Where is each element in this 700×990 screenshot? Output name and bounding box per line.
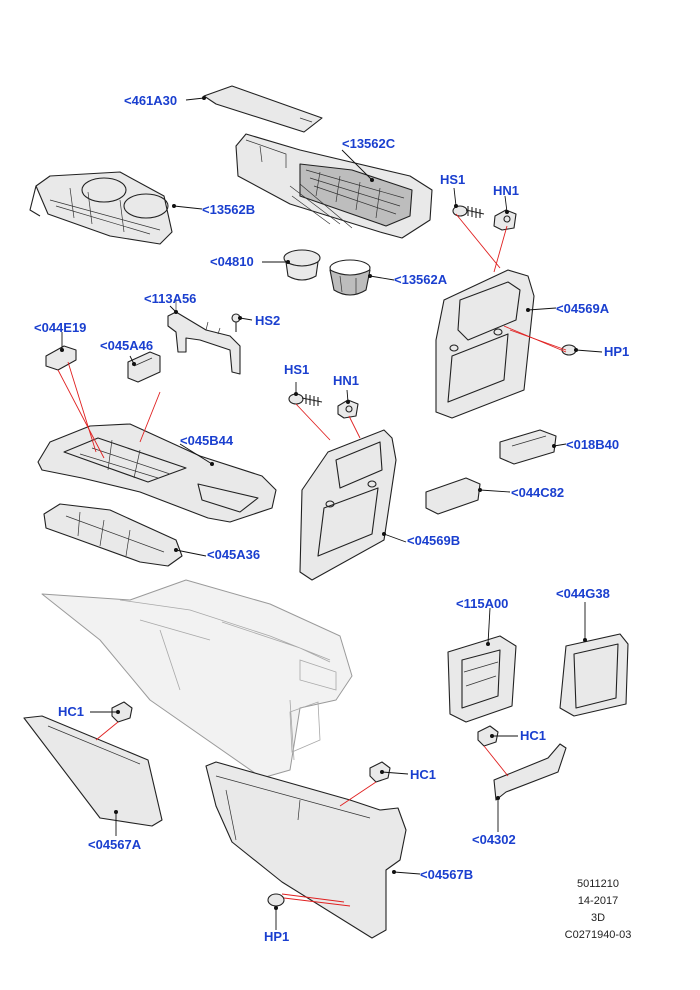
callout-hc1-left[interactable]: HC1 [58,704,85,719]
callout-hn1-top[interactable]: HN1 [493,183,520,198]
part-018B40-module [499,429,557,465]
part-045A36-base [43,503,183,567]
callout-044G38[interactable]: <044G38 [556,586,610,601]
callout-13562B[interactable]: <13562B [202,202,256,217]
part-044G38-display [559,633,629,717]
part-04810-cup [283,249,321,281]
part-04569B-bezel [299,429,397,581]
callout-045A46[interactable]: <045A46 [100,338,154,353]
part-13562C-frame [235,133,433,239]
callout-13562A[interactable]: <13562A [394,272,448,287]
callout-13562C[interactable]: <13562C [342,136,396,151]
callout-hp1-bottom[interactable]: HP1 [264,929,290,944]
part-04567A-panel [23,715,163,827]
callout-461A30[interactable]: <461A30 [124,93,178,108]
alignment-guides [57,213,567,907]
part-hp1-plug-bottom [267,893,285,907]
callout-04567A[interactable]: <04567A [88,837,142,852]
part-hs1-screw-top [452,205,485,218]
reference-block: 5011210 14-2017 3D C0271940-03 [560,878,636,942]
part-hc1-clip-left [111,701,133,723]
part-hp1-plug-right [561,344,577,356]
reference-number: 5011210 [576,878,619,890]
callout-044C82[interactable]: <044C82 [511,485,565,500]
part-045B44-tray [37,423,277,523]
console-assembly-ghost [41,579,353,779]
part-13562B-housing [29,171,173,245]
part-13562A-ring [329,259,371,296]
callout-04302[interactable]: <04302 [472,832,516,847]
part-hn1-nut-top [493,209,517,231]
leader-lines [60,96,603,930]
callout-hn1-mid[interactable]: HN1 [333,373,360,388]
part-hs1-screw-mid [288,393,323,406]
part-04569A-bezel [435,269,535,419]
part-113A56-bracket [167,300,241,375]
part-04567B-panel [205,761,407,939]
part-045A46-clip [127,351,161,383]
callout-04810[interactable]: <04810 [210,254,254,269]
callout-04569B[interactable]: <04569B [407,533,461,548]
reference-code: C0271940-03 [564,929,632,941]
reference-date: 14-2017 [577,895,619,907]
part-115A00-module [447,635,517,723]
callout-hc1-right[interactable]: HC1 [520,728,547,743]
reference-view: 3D [590,912,606,924]
part-461A30-pad [203,85,323,133]
callout-044E19[interactable]: <044E19 [34,320,87,335]
callout-04569A[interactable]: <04569A [556,301,610,316]
callout-hs1-top[interactable]: HS1 [440,172,466,187]
part-hs2-screw [231,313,241,332]
callout-115A00[interactable]: <115A00 [456,596,509,611]
callout-04567B[interactable]: <04567B [420,867,474,882]
callout-113A56[interactable]: <113A56 [144,291,197,306]
callout-045A36[interactable]: <045A36 [207,547,261,562]
callout-hp1-right[interactable]: HP1 [604,344,630,359]
callout-hs1-mid[interactable]: HS1 [284,362,310,377]
callout-hc1-mid[interactable]: HC1 [410,767,437,782]
callout-018B40[interactable]: <018B40 [566,437,620,452]
part-044C82-insert [425,477,481,515]
callout-045B44[interactable]: <045B44 [180,433,234,448]
part-hc1-clip-right [477,725,499,747]
callout-hs2[interactable]: HS2 [255,313,281,328]
